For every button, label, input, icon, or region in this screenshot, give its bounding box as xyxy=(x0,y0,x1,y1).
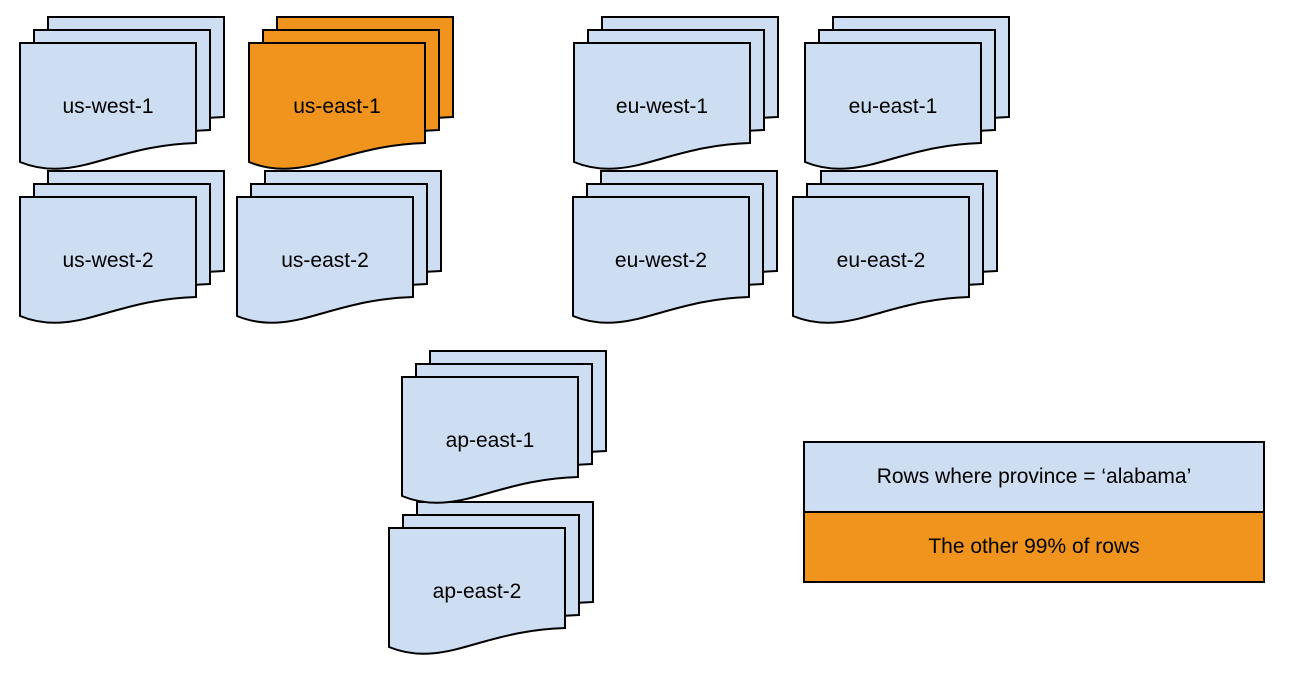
region-stack-us-east-2: us-east-2 xyxy=(236,170,442,324)
document-stack-icon xyxy=(573,16,779,170)
document-stack-icon xyxy=(792,170,998,324)
document-stack-icon xyxy=(572,170,778,324)
document-stack-icon xyxy=(19,170,225,324)
document-stack-icon xyxy=(236,170,442,324)
legend-item-1: The other 99% of rows xyxy=(805,511,1263,581)
region-stack-ap-east-2: ap-east-2 xyxy=(388,501,594,655)
region-stack-eu-west-2: eu-west-2 xyxy=(572,170,778,324)
region-stack-eu-east-2: eu-east-2 xyxy=(792,170,998,324)
legend-item-label: The other 99% of rows xyxy=(928,535,1140,558)
region-stack-us-west-2: us-west-2 xyxy=(19,170,225,324)
document-stack-icon xyxy=(804,16,1010,170)
document-sheet-icon xyxy=(792,196,970,324)
document-sheet-icon xyxy=(388,527,566,655)
document-sheet-icon xyxy=(401,376,579,504)
document-stack-icon xyxy=(401,350,607,504)
region-stack-us-west-1: us-west-1 xyxy=(19,16,225,170)
region-stack-ap-east-1: ap-east-1 xyxy=(401,350,607,504)
document-stack-icon xyxy=(248,16,454,170)
document-sheet-icon xyxy=(19,196,197,324)
document-sheet-icon xyxy=(248,42,426,170)
document-stack-icon xyxy=(388,501,594,655)
legend-item-0: Rows where province = ‘alabama’ xyxy=(805,443,1263,511)
document-sheet-icon xyxy=(236,196,414,324)
region-stack-us-east-1: us-east-1 xyxy=(248,16,454,170)
legend: Rows where province = ‘alabama’ The other… xyxy=(803,441,1265,583)
document-sheet-icon xyxy=(19,42,197,170)
document-sheet-icon xyxy=(573,42,751,170)
document-sheet-icon xyxy=(572,196,750,324)
region-stack-eu-west-1: eu-west-1 xyxy=(573,16,779,170)
legend-item-label: Rows where province = ‘alabama’ xyxy=(876,465,1192,488)
document-sheet-icon xyxy=(804,42,982,170)
region-stack-eu-east-1: eu-east-1 xyxy=(804,16,1010,170)
document-stack-icon xyxy=(19,16,225,170)
